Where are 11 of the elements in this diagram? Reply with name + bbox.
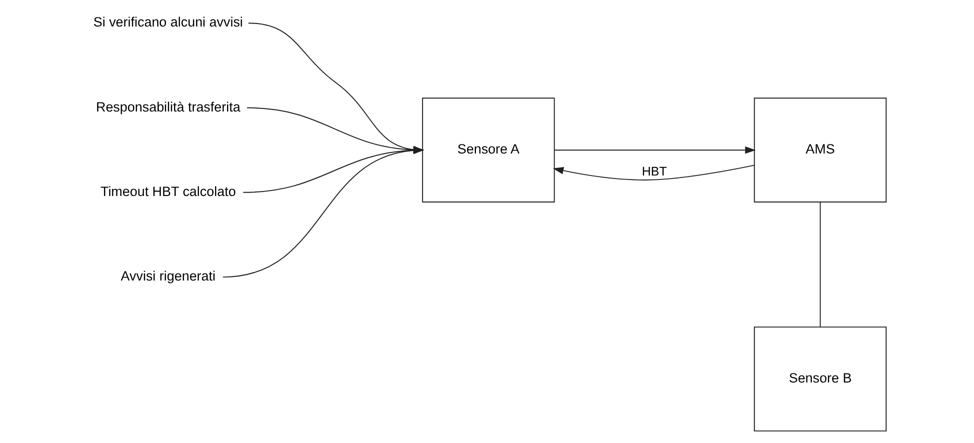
node-box: Sensore B [754,326,887,432]
connector [820,202,821,328]
node-text: Avvisi rigenerati [120,268,216,284]
edge-label: HBT [642,164,667,178]
arrow [552,164,755,180]
arrow [554,146,756,154]
node-text: Responsabilità trasferita [96,99,240,114]
node-text: Si verificano alcuni avvisi [93,14,243,30]
node-text: Timeout HBT calcolato [100,184,236,199]
node-box: AMS [754,98,887,202]
node-box: Sensore A [422,98,555,202]
